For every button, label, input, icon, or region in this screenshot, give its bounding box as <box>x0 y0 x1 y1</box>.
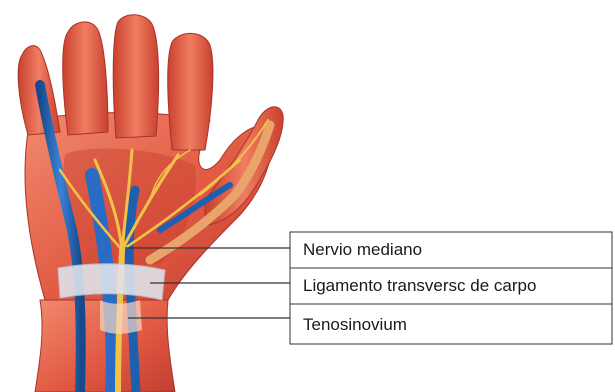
label-tenosinovium: Tenosinovium <box>303 315 407 334</box>
tenosynovium-sheath <box>100 300 142 334</box>
ring-finger <box>63 22 108 135</box>
label-nervio-mediano: Nervio mediano <box>303 240 422 259</box>
label-ligamento-transverso: Ligamento transversc de carpo <box>303 276 536 295</box>
label-box-ligamento: Ligamento transversc de carpo <box>290 268 612 304</box>
hand-anatomy-illustration <box>18 15 283 392</box>
index-finger <box>168 33 213 150</box>
label-box-tenosinovium: Tenosinovium <box>290 304 612 344</box>
label-box-nervio: Nervio mediano <box>290 232 612 268</box>
middle-finger <box>113 15 158 138</box>
